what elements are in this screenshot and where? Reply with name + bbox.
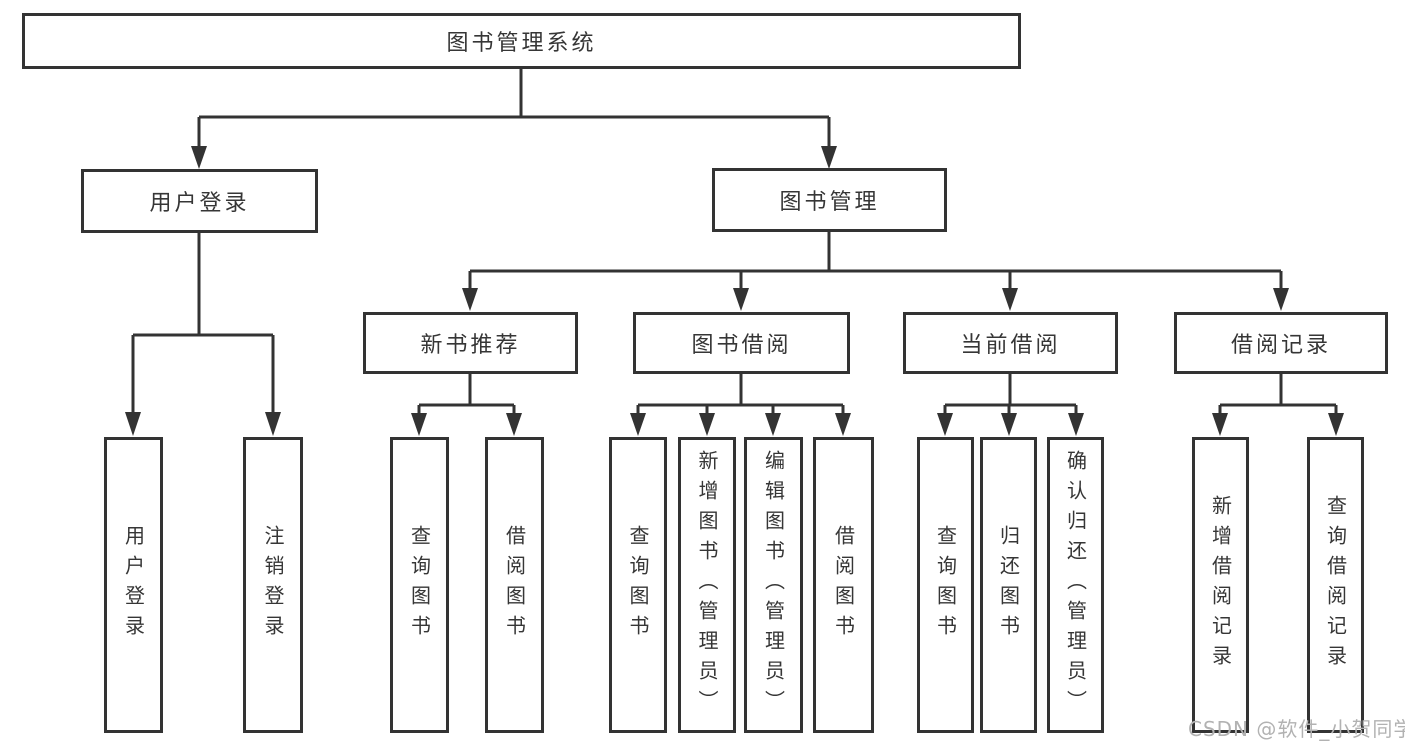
leaf-edit-books-admin: 编辑图书（管理员） bbox=[744, 437, 803, 733]
node-current-borrowing-label: 当前借阅 bbox=[960, 333, 1061, 358]
leaf-confirm-return-admin: 确认归还（管理员） bbox=[1047, 437, 1104, 733]
leaf-query-books-current: 查询图书 bbox=[917, 437, 974, 733]
leaf-user-login: 用户登录 bbox=[104, 437, 163, 733]
leaf-borrow-books-recommend: 借阅图书 bbox=[485, 437, 544, 733]
leaf-query-books-recommend: 查询图书 bbox=[390, 437, 449, 733]
leaf-label: 新增借阅记录 bbox=[1208, 495, 1233, 675]
node-book-management-label: 图书管理 bbox=[779, 190, 880, 215]
node-book-borrowing-label: 图书借阅 bbox=[691, 333, 792, 358]
node-new-book-recommend-label: 新书推荐 bbox=[420, 333, 521, 358]
node-borrowing-records: 借阅记录 bbox=[1174, 312, 1388, 374]
leaf-label: 查询图书 bbox=[626, 525, 650, 645]
leaf-query-books-borrowing: 查询图书 bbox=[609, 437, 667, 733]
node-book-borrowing: 图书借阅 bbox=[633, 312, 850, 374]
node-user-login-label: 用户登录 bbox=[149, 191, 250, 216]
node-current-borrowing: 当前借阅 bbox=[903, 312, 1118, 374]
leaf-borrow-books: 借阅图书 bbox=[813, 437, 874, 733]
leaf-label: 注销登录 bbox=[261, 525, 285, 645]
node-book-management: 图书管理 bbox=[712, 168, 947, 232]
leaf-logout: 注销登录 bbox=[243, 437, 303, 733]
edge-arrowheads bbox=[125, 146, 1344, 436]
leaf-label: 查询图书 bbox=[933, 525, 958, 645]
leaf-label: 归还图书 bbox=[996, 525, 1021, 645]
node-root: 图书管理系统 bbox=[22, 13, 1021, 69]
node-new-book-recommend: 新书推荐 bbox=[363, 312, 578, 374]
node-borrowing-records-label: 借阅记录 bbox=[1230, 333, 1331, 358]
csdn-watermark: CSDN @软件_小贺同学 bbox=[1188, 717, 1405, 741]
leaf-label: 查询借阅记录 bbox=[1323, 495, 1348, 675]
leaf-query-borrow-record: 查询借阅记录 bbox=[1307, 437, 1364, 733]
leaf-label: 查询图书 bbox=[407, 525, 432, 645]
leaf-label: 用户登录 bbox=[121, 525, 146, 645]
leaf-label: 借阅图书 bbox=[831, 525, 856, 645]
leaf-label: 借阅图书 bbox=[502, 525, 527, 645]
leaf-label: 编辑图书（管理员） bbox=[761, 450, 786, 720]
leaf-label: 确认归还（管理员） bbox=[1063, 450, 1088, 720]
leaf-label: 新增图书（管理员） bbox=[695, 450, 719, 720]
node-root-label: 图书管理系统 bbox=[446, 31, 597, 56]
leaf-add-borrow-record: 新增借阅记录 bbox=[1192, 437, 1249, 733]
node-user-login: 用户登录 bbox=[81, 169, 318, 233]
leaf-return-books: 归还图书 bbox=[980, 437, 1037, 733]
leaf-add-books-admin: 新增图书（管理员） bbox=[678, 437, 736, 733]
